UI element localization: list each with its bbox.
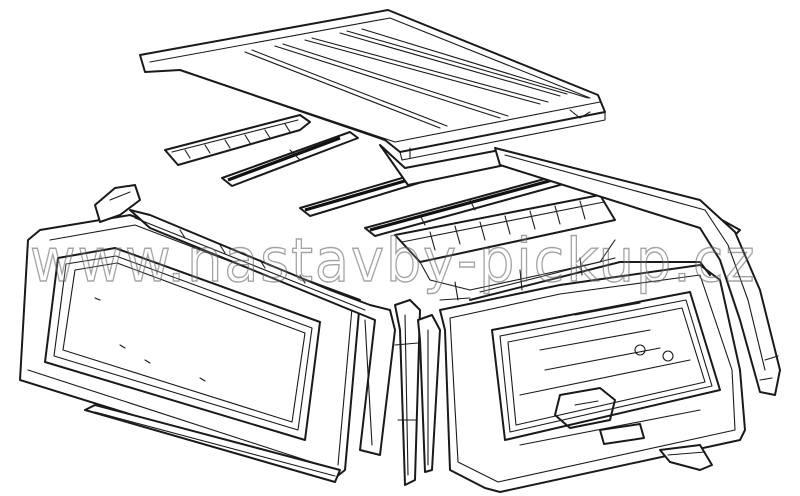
left-inner-frame <box>94 184 396 456</box>
left-bottom-sill <box>84 404 341 483</box>
roof-panel <box>139 9 606 161</box>
center-post-right <box>417 314 441 473</box>
front-header-rail <box>164 114 311 166</box>
hinge-bracket <box>659 444 713 471</box>
right-side-rail <box>494 147 781 396</box>
left-side-panel <box>19 214 361 479</box>
rear-tailgate-panel <box>439 264 746 493</box>
center-post-left <box>394 299 421 486</box>
rear-gate-frame <box>439 257 711 316</box>
roof-bow-1 <box>221 131 359 187</box>
